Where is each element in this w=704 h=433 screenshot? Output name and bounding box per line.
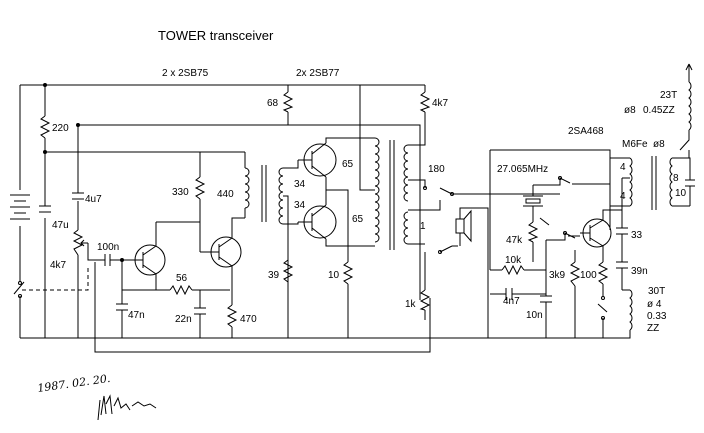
- capacitor-4u7: [72, 192, 84, 200]
- antenna-coil-diameter: ø8: [624, 105, 636, 116]
- resistor-100-label: 100: [580, 270, 597, 281]
- resistor-10: [342, 261, 354, 285]
- resistor-47k: [527, 221, 539, 243]
- capacitor-47u-label: 47u: [52, 220, 69, 231]
- capacitor-39n-label: 39n: [631, 266, 648, 277]
- bottom-return-wire: [94, 262, 431, 353]
- switch-contact: [563, 231, 567, 235]
- transistor-q1: [134, 222, 166, 290]
- crystal-symbol: [523, 185, 543, 214]
- preamp-transistor-label: 2 x 2SB75: [162, 68, 209, 79]
- potentiometer-4k7: [72, 229, 88, 256]
- coil-30t: [586, 289, 633, 339]
- schematic-title: TOWER transceiver: [158, 28, 274, 43]
- capacitor-10n-label: 10n: [526, 310, 543, 321]
- transistor-q2: [200, 217, 245, 305]
- winding-34a-label: 34: [294, 179, 306, 190]
- capacitor-4u7-label: 4u7: [85, 194, 102, 205]
- resistor-1k: [419, 289, 431, 311]
- resistor-330-label: 330: [172, 187, 189, 198]
- resistor-10k: [501, 264, 525, 276]
- handwritten-date: 1987. 02. 20.: [37, 372, 112, 395]
- rf-transistor-label: 2SA468: [568, 126, 604, 137]
- capacitor-47u: [39, 205, 51, 213]
- switch-contact: [601, 296, 605, 300]
- transistor-q5: [580, 209, 622, 262]
- resistor-68: [282, 91, 294, 113]
- power-transistor-label: 2x 2SB77: [296, 68, 340, 79]
- speaker-symbol: [455, 207, 489, 338]
- resistor-470: [226, 304, 238, 328]
- rf-transformer: [629, 156, 673, 210]
- coil-30t-zz: ZZ: [647, 323, 659, 334]
- resistor-39: [282, 259, 294, 283]
- resistor-3k9-label: 3k9: [549, 270, 566, 281]
- resistor-4k7-label: 4k7: [432, 98, 449, 109]
- transistor-q3: [298, 137, 358, 190]
- antenna-coil-wire: 0.45ZZ: [643, 105, 675, 116]
- winding-1-label: 1: [420, 221, 426, 232]
- resistor-3k9: [569, 261, 581, 287]
- resistor-220: [39, 115, 51, 139]
- switch-contact: [423, 186, 427, 190]
- driver-transformer: [244, 152, 284, 225]
- resistor-10k-label: 10k: [505, 255, 522, 266]
- capacitor-47n-label: 47n: [128, 310, 145, 321]
- winding-180-label: 180: [428, 164, 445, 175]
- switch-contact: [438, 250, 442, 254]
- rf-transformer-core-label: M6Fe: [622, 139, 648, 150]
- junction-dot: [43, 83, 47, 87]
- resistor-220-label: 220: [52, 123, 69, 134]
- resistor-1k-label: 1k: [405, 299, 417, 310]
- capacitor-33-label: 33: [631, 230, 643, 241]
- switch-contact: [558, 176, 562, 180]
- winding-65a-label: 65: [342, 159, 354, 170]
- resistor-330: [194, 176, 206, 200]
- pot-switch-link: [22, 268, 89, 291]
- signature: [97, 394, 157, 421]
- resistor-100: [597, 261, 609, 285]
- resistor-56: [169, 284, 193, 296]
- coil-30t-diameter: ø 4: [647, 299, 662, 310]
- winding-4a-label: 4: [620, 162, 626, 173]
- switch-contact: [450, 192, 454, 196]
- winding-65b-label: 65: [352, 214, 364, 225]
- resistor-68-label: 68: [267, 98, 279, 109]
- winding-4b-label: 4: [620, 191, 626, 202]
- transformer-440-label: 440: [217, 189, 234, 200]
- power-switch: [13, 278, 25, 338]
- antenna-coil: [679, 63, 693, 158]
- feedback-wire: [78, 124, 421, 300]
- resistor-39-label: 39: [268, 270, 280, 281]
- output-transformer: [374, 137, 409, 250]
- resistor-470-label: 470: [240, 314, 257, 325]
- resistor-56-label: 56: [176, 273, 188, 284]
- crystal-frequency-label: 27.065MHz: [497, 164, 548, 175]
- battery-symbol: [10, 85, 30, 278]
- rf-transformer-diameter: ø8: [653, 139, 665, 150]
- capacitor-10-label: 10: [675, 188, 687, 199]
- resistor-4k7: [419, 91, 431, 113]
- transistor-q4: [298, 190, 358, 247]
- potentiometer-4k7-label: 4k7: [50, 260, 67, 271]
- capacitor-22n-label: 22n: [175, 314, 192, 325]
- capacitor-100n: [104, 254, 111, 266]
- coil-30t-wire: 0.33: [647, 311, 667, 322]
- capacitor-100n-label: 100n: [97, 242, 119, 253]
- resistor-47k-label: 47k: [506, 235, 523, 246]
- antenna-coil-turns: 23T: [660, 90, 677, 101]
- capacitor-4n7-label: 4n7: [503, 296, 520, 307]
- winding-8-label: 8: [673, 173, 679, 184]
- switch-contact: [601, 316, 605, 320]
- resistor-10-label: 10: [328, 270, 340, 281]
- winding-34b-label: 34: [294, 200, 306, 211]
- coil-30t-label: 30T: [648, 286, 665, 297]
